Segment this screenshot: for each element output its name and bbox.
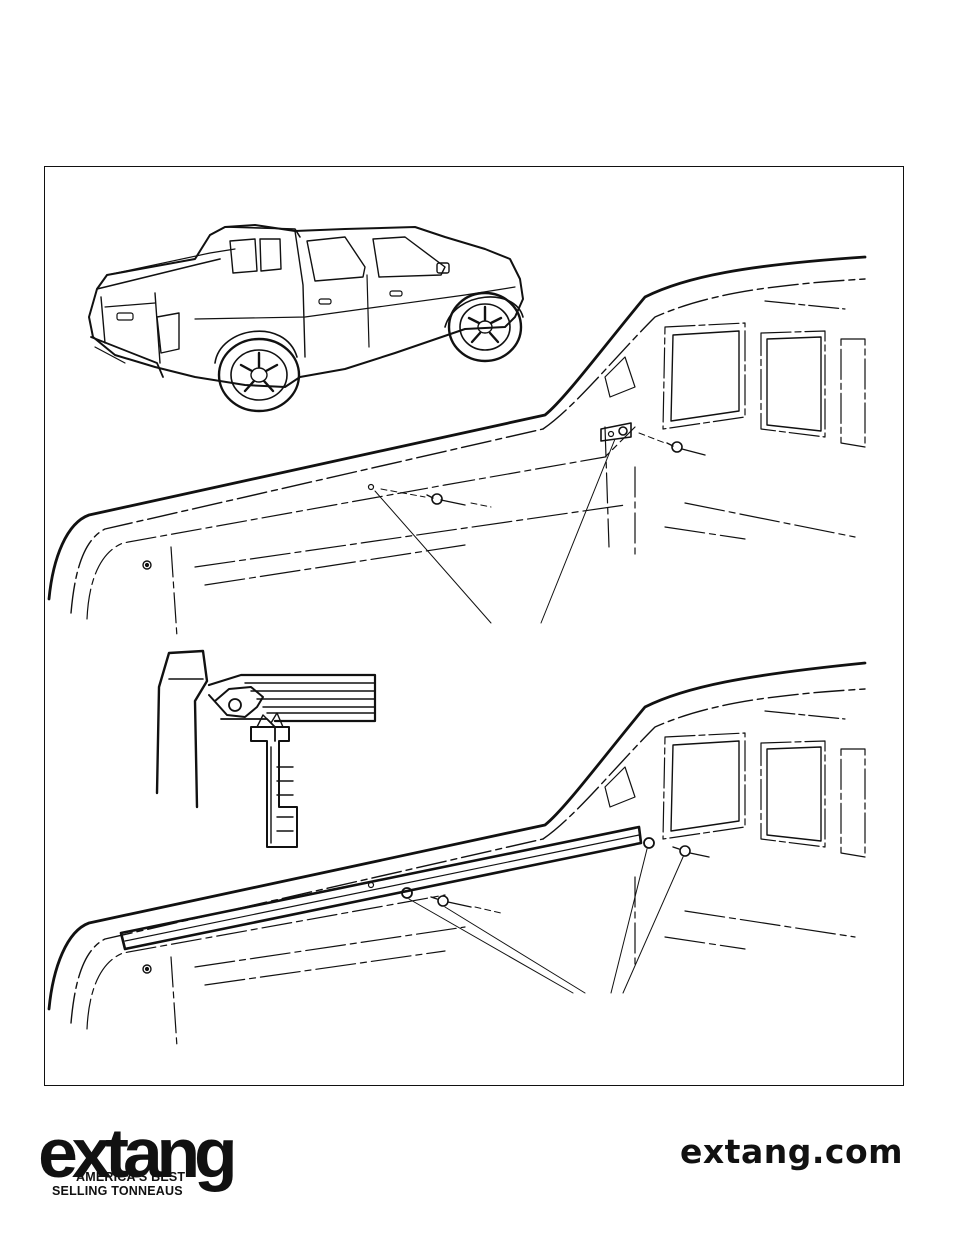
bed-rail-installed-figure xyxy=(49,663,865,1047)
website-url[interactable]: extang.com xyxy=(680,1132,903,1171)
rail-cross-section-figure xyxy=(157,651,375,847)
logo-tagline-line2: SELLING TONNEAUS xyxy=(52,1184,183,1198)
illustration-frame xyxy=(44,166,904,1086)
logo-tagline-line1: AMERICA'S BEST xyxy=(76,1170,185,1184)
extang-logo: extang AMERICA'S BEST SELLING TONNEAUS xyxy=(40,1118,270,1200)
truck-illustration xyxy=(89,225,523,411)
